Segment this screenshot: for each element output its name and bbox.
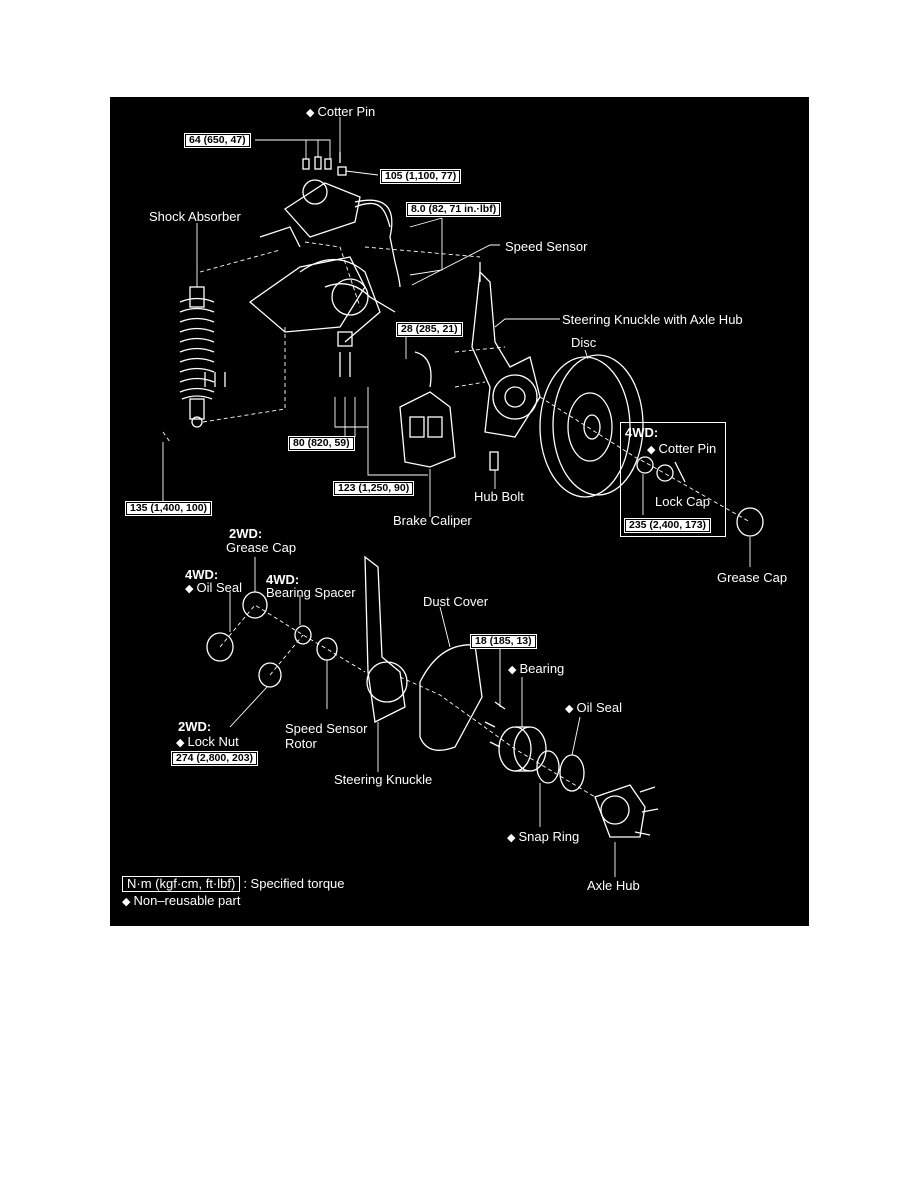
cotter-pin-top-text: Cotter Pin	[317, 104, 376, 119]
upper-arm-drawing	[284, 182, 361, 238]
lower-arm-drawing	[248, 256, 366, 333]
front-axle-exploded-illustration	[162, 117, 764, 877]
brake-caliper-label: Brake Caliper	[393, 513, 472, 528]
torque-spec-105: 105 (1,100, 77)	[380, 169, 462, 184]
twowd-lock-nut-heading-label: 2WD:	[178, 719, 212, 734]
cotter-pin-4wd-label: ◆Cotter Pin	[647, 442, 716, 457]
speed-sensor-rotor-drawing	[316, 637, 338, 661]
nonreusable-diamond-icon: ◆	[565, 703, 574, 715]
exploded-diagram-panel: ◆Cotter Pin Shock Absorber Speed Sensor …	[110, 97, 809, 926]
grease-cap-label: Grease Cap	[717, 570, 788, 585]
disc-label: Disc	[571, 335, 597, 350]
fourwd-oil-seal-heading-label: 4WD:	[185, 567, 219, 582]
steering-knuckle-label: Steering Knuckle	[334, 772, 433, 787]
legend-nonreusable: ◆Non–reusable part	[122, 894, 240, 909]
torque-spec-18: 18 (185, 13)	[470, 634, 537, 649]
legend-unit-box: N·m (kgf·cm, ft·lbf)	[122, 876, 241, 892]
speed-sensor-rotor-label-line1: Speed Sensor	[285, 721, 368, 736]
oil-seal-4wd-drawing	[206, 632, 234, 662]
shock-absorber-drawing	[179, 286, 215, 428]
bearing-label: ◆Bearing	[508, 662, 564, 677]
upper-bolts-drawing	[302, 152, 347, 176]
snap-ring-text: Snap Ring	[518, 829, 580, 844]
oil-seal-text: Oil Seal	[576, 700, 622, 715]
grease-cap-drawing	[736, 507, 764, 537]
snap-ring-drawing	[536, 750, 560, 784]
legend-nonreusable-text: Non–reusable part	[133, 893, 241, 908]
legend-unit-description: : Specified torque	[243, 876, 345, 891]
nonreusable-diamond-icon: ◆	[122, 896, 131, 908]
nonreusable-diamond-icon: ◆	[507, 832, 516, 844]
dust-cover-label: Dust Cover	[423, 594, 489, 609]
speed-sensor-drawing	[354, 199, 401, 288]
hub-bolt-label: Hub Bolt	[474, 489, 524, 504]
steering-knuckle-hub-drawing	[471, 270, 541, 438]
bearing-spacer-label: Bearing Spacer	[266, 585, 356, 600]
torque-spec-8: 8.0 (82, 71 in.·lbf)	[406, 202, 502, 217]
nonreusable-diamond-icon: ◆	[306, 107, 315, 119]
torque-spec-123: 123 (1,250, 90)	[333, 481, 415, 496]
lock-nut-text: Lock Nut	[187, 734, 239, 749]
speed-sensor-rotor-label-line2: Rotor	[285, 736, 317, 751]
oil-seal-drawing	[559, 754, 585, 792]
lock-cap-drawing	[636, 456, 686, 483]
torque-spec-28: 28 (285, 21)	[396, 322, 463, 337]
twowd-heading-label: 2WD:	[229, 526, 263, 541]
torque-spec-235: 235 (2,400, 173)	[624, 518, 712, 533]
torque-spec-64: 64 (650, 47)	[184, 133, 251, 148]
oil-seal-4wd-label: ◆Oil Seal	[185, 581, 242, 596]
brake-disc-drawing	[539, 354, 644, 498]
snap-ring-label: ◆Snap Ring	[507, 830, 579, 845]
fourwd-callout-box	[620, 422, 726, 537]
grease-cap-2wd-drawing	[242, 591, 268, 619]
nonreusable-diamond-icon: ◆	[176, 737, 185, 749]
oil-seal-4wd-text: Oil Seal	[196, 580, 242, 595]
steering-knuckle-with-axle-hub-label: Steering Knuckle with Axle Hub	[562, 312, 743, 327]
grease-cap-2wd-label: Grease Cap	[226, 540, 297, 555]
axle-hub-label: Axle Hub	[587, 878, 640, 893]
nonreusable-diamond-icon: ◆	[647, 444, 656, 456]
lock-nut-drawing	[258, 662, 282, 688]
bearing-drawing	[498, 726, 547, 772]
fourwd-bearing-spacer-heading-label: 4WD:	[266, 572, 300, 587]
cotter-pin-top-label: ◆Cotter Pin	[306, 105, 375, 120]
legend-torque-unit: N·m (kgf·cm, ft·lbf): Specified torque	[122, 876, 345, 892]
cotter-pin-4wd-text: Cotter Pin	[658, 441, 717, 456]
dust-cover-drawing	[419, 644, 483, 751]
lock-cap-label: Lock Cap	[655, 494, 710, 509]
nonreusable-diamond-icon: ◆	[185, 583, 194, 595]
torque-spec-80: 80 (820, 59)	[288, 436, 355, 451]
bearing-text: Bearing	[519, 661, 565, 676]
shock-absorber-label: Shock Absorber	[149, 209, 241, 224]
bearing-spacer-drawing	[294, 625, 312, 645]
lock-nut-label: ◆Lock Nut	[176, 735, 239, 750]
fourwd-heading-label: 4WD:	[625, 425, 659, 440]
nonreusable-diamond-icon: ◆	[508, 664, 517, 676]
torque-spec-274: 274 (2,800, 203)	[171, 751, 259, 766]
axle-hub-drawing	[594, 784, 659, 838]
steering-knuckle-drawing	[364, 555, 406, 723]
speed-sensor-label: Speed Sensor	[505, 239, 588, 254]
torque-spec-135: 135 (1,400, 100)	[125, 501, 213, 516]
brake-caliper-drawing	[399, 391, 456, 468]
oil-seal-label: ◆Oil Seal	[565, 701, 622, 716]
